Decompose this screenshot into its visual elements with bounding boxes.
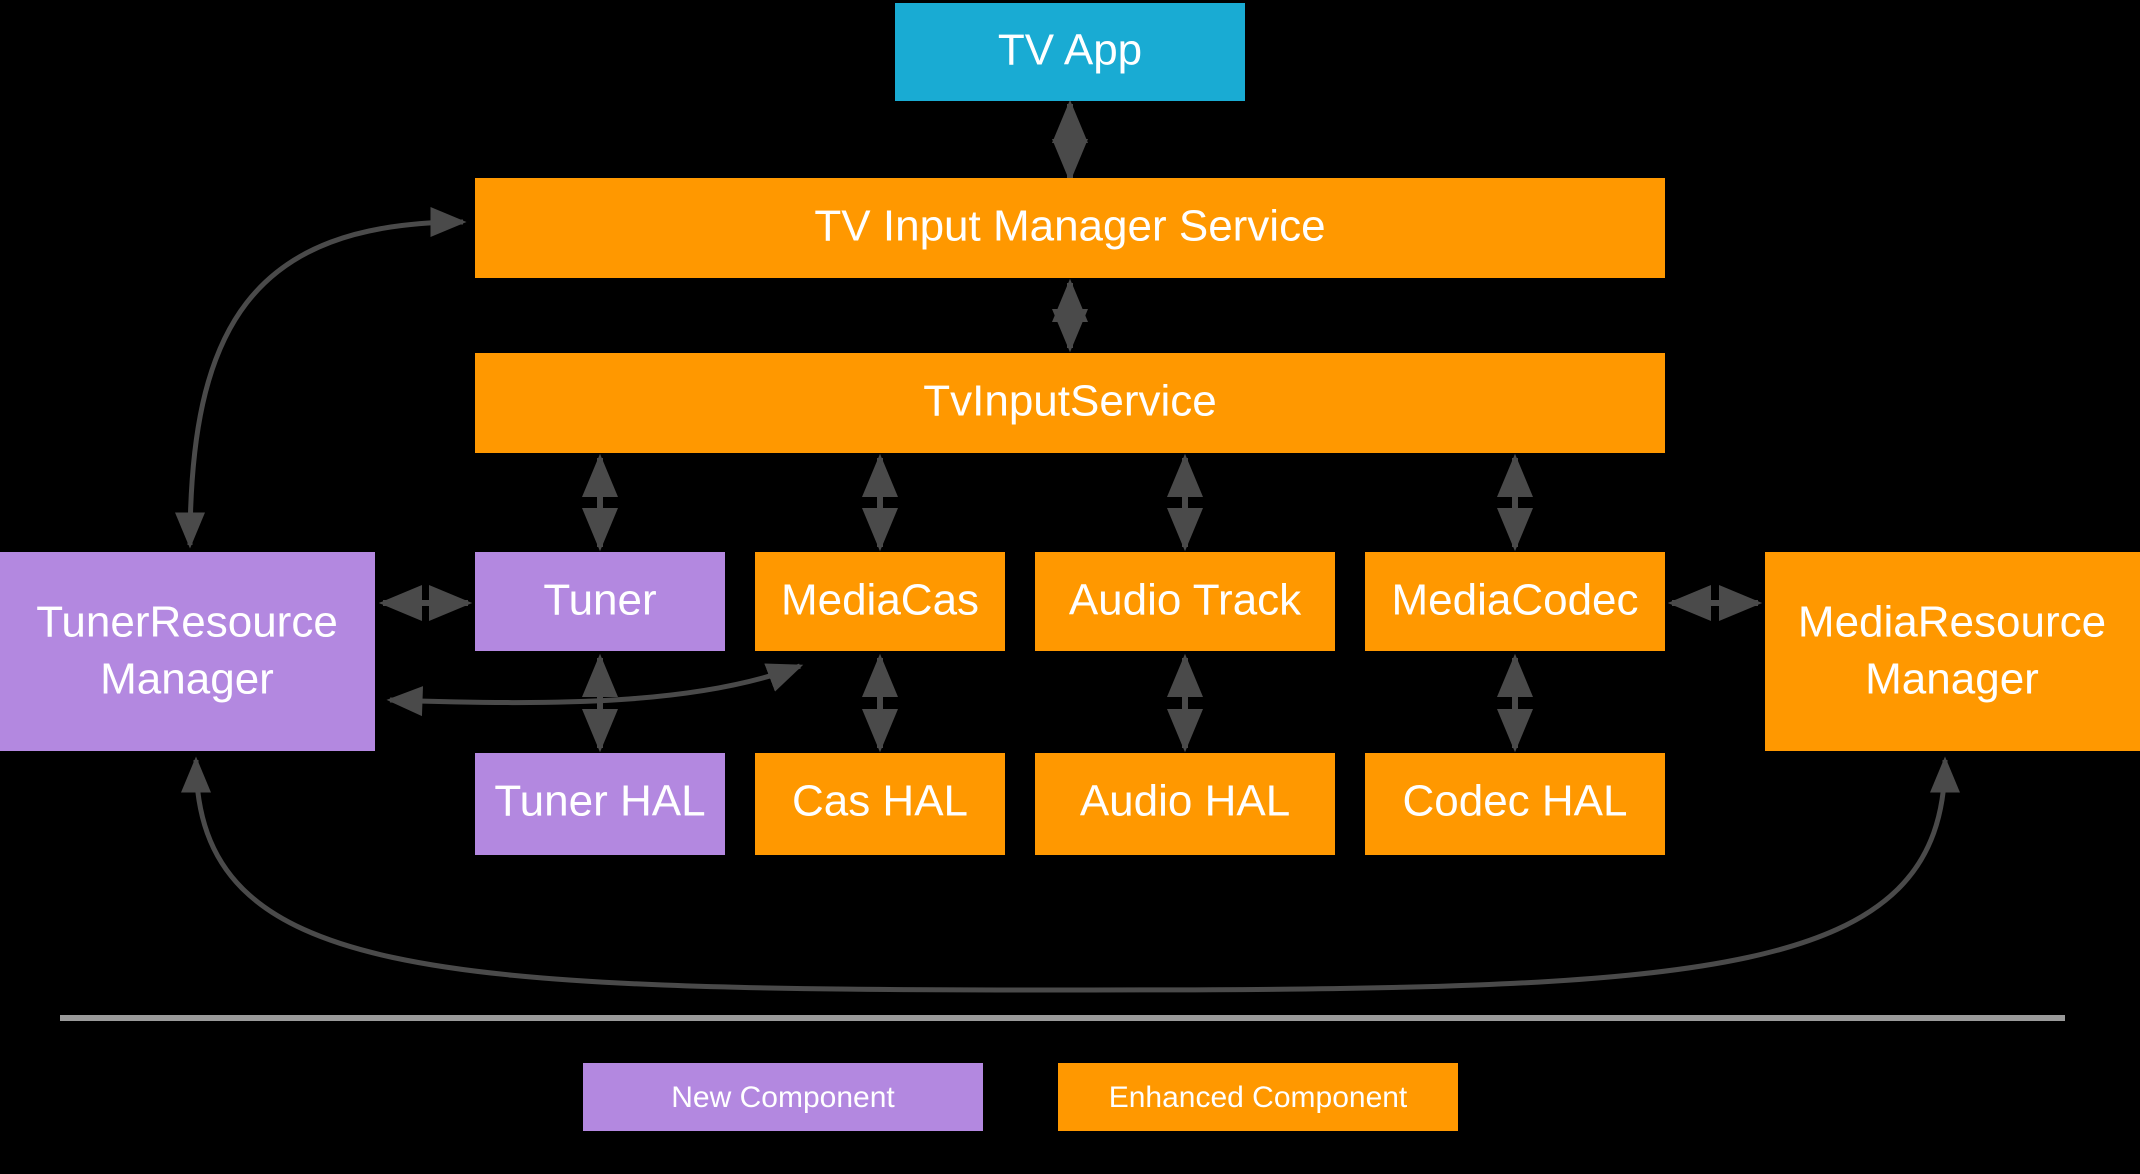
node-tv-app-box bbox=[895, 3, 1245, 101]
node-tuner-hal[interactable]: Tuner HAL bbox=[475, 753, 725, 855]
node-tuner-resource-mgr-label-line2: Manager bbox=[100, 655, 274, 704]
node-tuner-hal-box bbox=[475, 753, 725, 855]
node-codec-hal-box bbox=[1365, 753, 1665, 855]
node-tv-app[interactable]: TV App bbox=[895, 3, 1245, 101]
node-media-cas-box bbox=[755, 552, 1005, 651]
node-tv-input-service[interactable]: TvInputService bbox=[475, 353, 1665, 453]
legend-swatch-new-component bbox=[583, 1063, 983, 1131]
node-tv-input-manager-label: TV Input Manager Service bbox=[814, 202, 1325, 251]
node-media-codec-label: MediaCodec bbox=[1391, 576, 1638, 625]
node-tv-input-manager-box bbox=[475, 178, 1665, 278]
node-tuner-label: Tuner bbox=[543, 576, 656, 625]
node-audio-hal-label: Audio HAL bbox=[1080, 777, 1290, 826]
node-media-resource-mgr-label-line1: MediaResource bbox=[1798, 598, 2106, 647]
node-tv-app-label: TV App bbox=[998, 26, 1142, 75]
node-audio-track[interactable]: Audio Track bbox=[1035, 552, 1335, 651]
node-media-resource-mgr-label-line2: Manager bbox=[1865, 655, 2039, 704]
node-tv-input-manager[interactable]: TV Input Manager Service bbox=[475, 178, 1665, 278]
node-tuner-resource-mgr-box bbox=[0, 552, 375, 751]
node-audio-hal-box bbox=[1035, 753, 1335, 855]
node-tv-input-service-label: TvInputService bbox=[923, 377, 1216, 426]
connections-layer bbox=[175, 99, 1960, 993]
node-media-resource-mgr-box bbox=[1765, 552, 2140, 751]
connector-curved-tuner-resource-mgr-to-media-resource-mgr bbox=[181, 756, 1960, 993]
node-audio-track-box bbox=[1035, 552, 1335, 651]
node-tuner-resource-mgr[interactable]: TunerResource Manager bbox=[0, 552, 375, 751]
node-tv-input-service-box bbox=[475, 353, 1665, 453]
node-tuner-hal-label: Tuner HAL bbox=[494, 777, 705, 826]
legend-label-new-component: New Component bbox=[671, 1081, 895, 1114]
node-media-codec[interactable]: MediaCodec bbox=[1365, 552, 1665, 651]
node-codec-hal-label: Codec HAL bbox=[1402, 777, 1627, 826]
node-codec-hal[interactable]: Codec HAL bbox=[1365, 753, 1665, 855]
legend-item-enhanced-component[interactable]: Enhanced Component bbox=[1058, 1063, 1458, 1131]
node-tuner-resource-mgr-label-line1: TunerResource bbox=[36, 598, 338, 647]
legend: New Component Enhanced Component bbox=[583, 1063, 1458, 1131]
node-cas-hal[interactable]: Cas HAL bbox=[755, 753, 1005, 855]
node-cas-hal-label: Cas HAL bbox=[792, 777, 968, 826]
node-audio-hal[interactable]: Audio HAL bbox=[1035, 753, 1335, 855]
connector-curved-tuner-resource-mgr-to-media-cas bbox=[386, 663, 804, 717]
node-tuner-box bbox=[475, 552, 725, 651]
legend-item-new-component[interactable]: New Component bbox=[583, 1063, 983, 1131]
node-media-cas[interactable]: MediaCas bbox=[755, 552, 1005, 651]
legend-swatch-enhanced-component bbox=[1058, 1063, 1458, 1131]
node-audio-track-label: Audio Track bbox=[1069, 576, 1302, 625]
node-cas-hal-box bbox=[755, 753, 1005, 855]
legend-label-enhanced-component: Enhanced Component bbox=[1109, 1081, 1408, 1114]
connector-curved-tuner-resource-mgr-to-tv-input-manager bbox=[175, 207, 467, 549]
node-tuner[interactable]: Tuner bbox=[475, 552, 725, 651]
node-media-cas-label: MediaCas bbox=[781, 576, 979, 625]
node-media-codec-box bbox=[1365, 552, 1665, 651]
node-media-resource-mgr[interactable]: MediaResource Manager bbox=[1765, 552, 2140, 751]
